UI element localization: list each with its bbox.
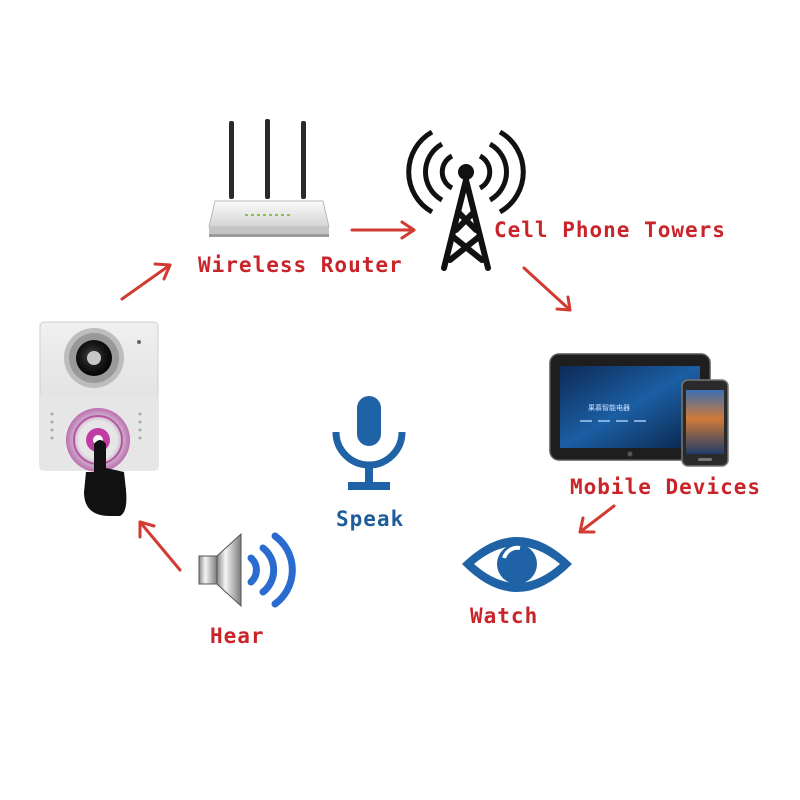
arrow-mobile-to-watch [578, 504, 616, 534]
arrow-router-to-tower-head [400, 220, 416, 240]
watch-label: Watch [470, 604, 539, 628]
cell-tower-label: Cell Phone Towers [494, 218, 726, 242]
speaker-icon [195, 528, 300, 613]
speak-label: Speak [336, 507, 405, 531]
arrow-mobile-to-watch-head [578, 516, 596, 534]
eye-icon [460, 528, 574, 592]
cell-tower-icon [406, 124, 526, 274]
hear-label: Hear [210, 624, 265, 648]
arrow-hear-to-doorbell [138, 520, 182, 572]
arrow-tower-to-mobile-head [555, 295, 572, 312]
arrow-doorbell-to-router-head [153, 262, 172, 281]
arrow-hear-to-doorbell-head [138, 520, 156, 539]
router-label: Wireless Router [198, 253, 403, 277]
mobile-devices-label: Mobile Devices [570, 475, 762, 499]
router-icon [205, 115, 335, 245]
mobile-devices-icon: 果慕智能电器 [548, 350, 730, 470]
tablet-screen-text: 果慕智能电器 [588, 403, 630, 412]
video-doorbell-icon [39, 321, 160, 522]
arrow-tower-to-mobile [522, 266, 572, 312]
arrow-doorbell-to-router [120, 263, 172, 301]
microphone-icon [328, 396, 410, 494]
